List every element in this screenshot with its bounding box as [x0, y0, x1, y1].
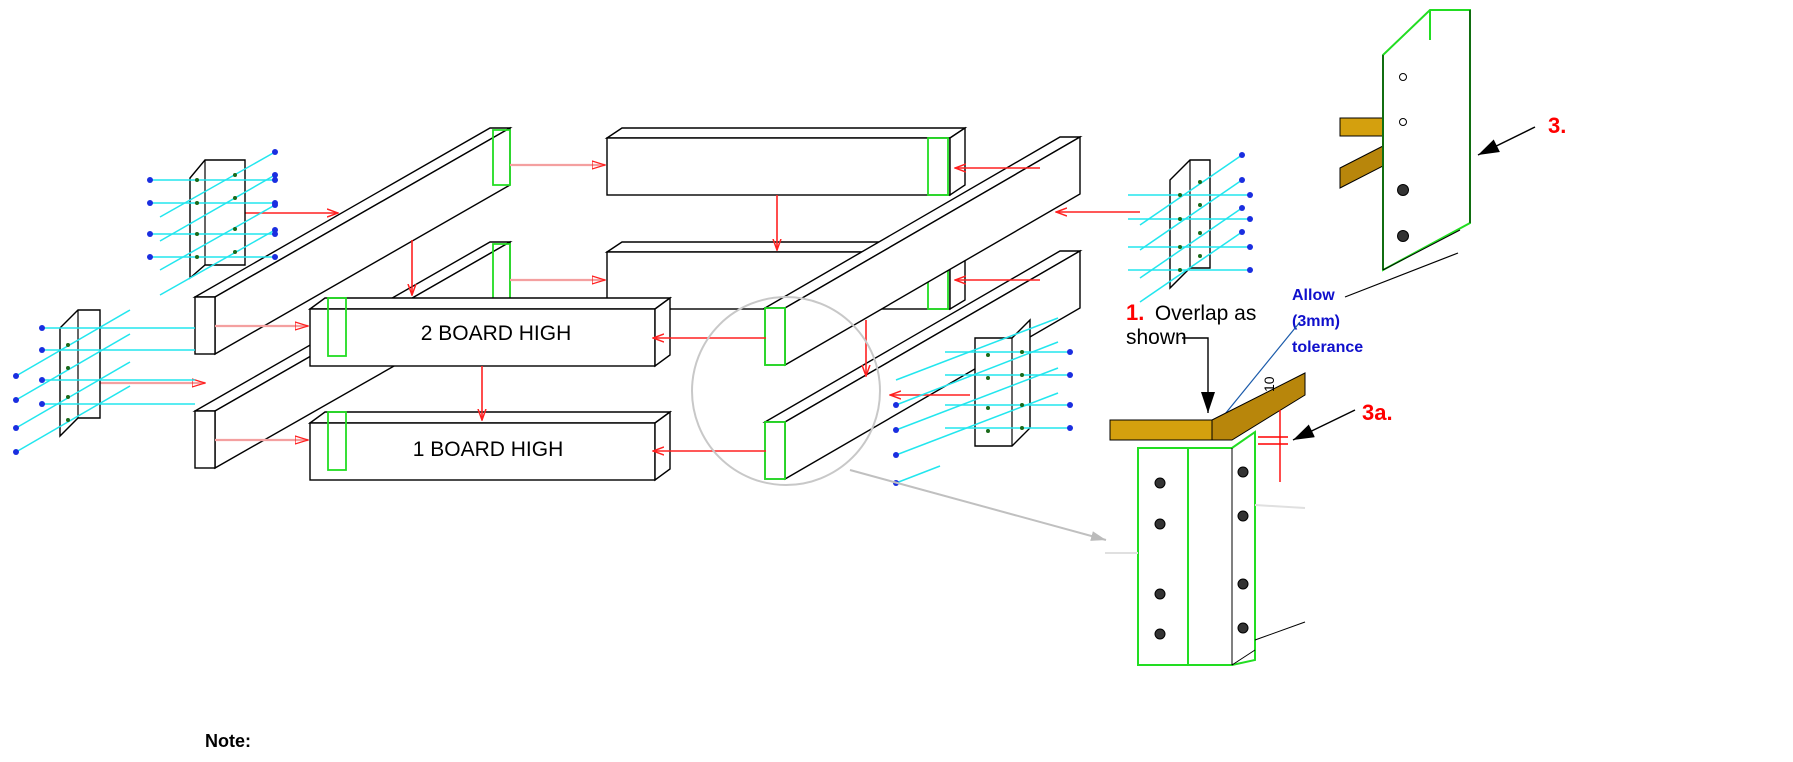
assembly-arrows [80, 165, 1140, 451]
board-label-1: 1 BOARD HIGH [413, 438, 564, 461]
ref-3-label: 3. [1548, 113, 1566, 138]
screw-icon [1154, 466, 1249, 640]
ref-3a-label: 3a. [1362, 400, 1393, 425]
detail-magnifier [691, 296, 1107, 541]
bracket-plate-top-left [147, 149, 278, 296]
long-beam-lower-right [762, 249, 1083, 481]
overlap-number: 1. [1126, 300, 1144, 325]
detail-3: 3. [1339, 9, 1566, 272]
short-beam-1-board-high: 1 BOARD HIGH [307, 410, 673, 482]
bracket-plate-right-lower [893, 317, 1073, 486]
note-heading: Note: [205, 731, 251, 751]
allow-line-1: Allow [1292, 287, 1335, 304]
short-beam-2-board-high: 2 BOARD HIGH [307, 296, 673, 368]
bracket-plate-right-upper [1128, 152, 1253, 303]
screw-icon [1397, 73, 1409, 242]
bracket-plate-icon [1169, 159, 1211, 290]
detail-1-3a: Allow (3mm) tolerance 1. Overlap as show… [1105, 252, 1459, 666]
allow-line-2: (3mm) [1292, 313, 1340, 330]
overlap-text-1: Overlap as [1155, 302, 1257, 325]
board-label-2: 2 BOARD HIGH [421, 322, 572, 345]
screw-icon [13, 325, 45, 455]
bracket-plate-left [13, 309, 195, 455]
long-beam-upper-right [762, 135, 1083, 367]
allow-line-3: tolerance [1292, 339, 1363, 356]
overlap-label: 1. Overlap as [1126, 300, 1256, 325]
dimension-10: 10 [1261, 376, 1277, 392]
screw-icon [1239, 152, 1253, 273]
screw-icon [147, 149, 278, 260]
bracket-plate-icon [59, 309, 101, 438]
short-beam-back-upper [604, 126, 968, 197]
overlap-text-2: shown [1126, 326, 1187, 349]
